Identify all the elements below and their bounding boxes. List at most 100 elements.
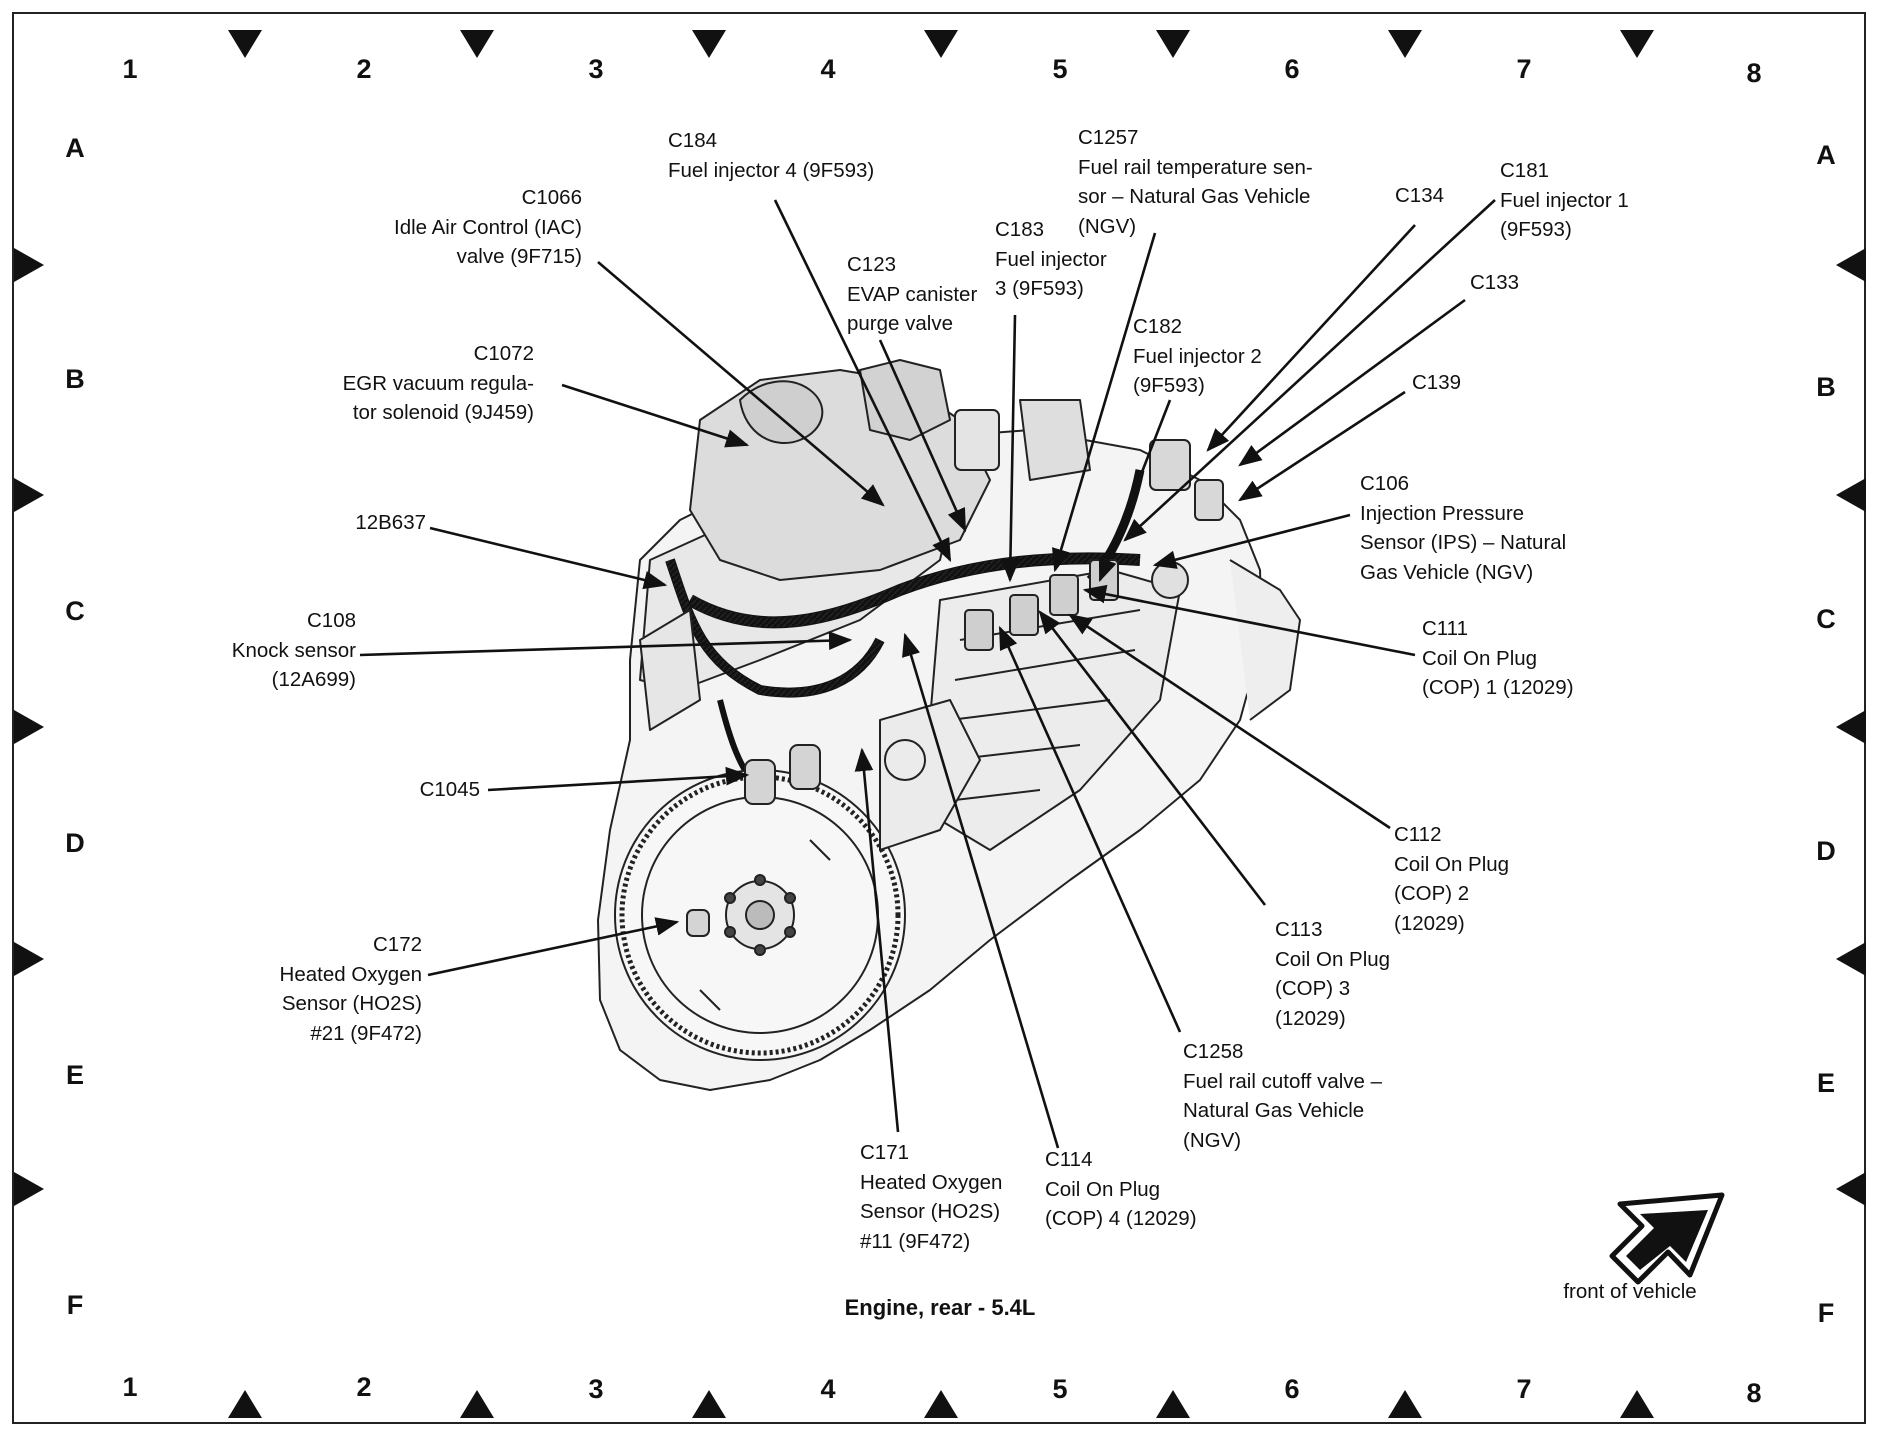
grid-col-top-4: 4 <box>820 54 836 84</box>
grid-markers-bottom <box>228 1390 1654 1418</box>
callout-line: purge valve <box>847 312 953 335</box>
callout-code: C139 <box>1412 371 1462 394</box>
callout-c183: C183 Fuel injector 3 (9F593) <box>995 215 1107 304</box>
callout-line: Fuel injector 4 (9F593) <box>668 158 875 182</box>
callout-c111: C111 Coil On Plug (COP) 1 (12029) <box>1422 614 1574 703</box>
callout-c172: C172 Heated Oxygen Sensor (HO2S) #21 (9F… <box>230 930 422 1048</box>
callout-code: C1258 <box>1183 1040 1244 1063</box>
grid-col-bottom-8: 8 <box>1746 1378 1762 1408</box>
grid-col-top-2: 2 <box>356 54 372 84</box>
callout-line: Heated Oxygen <box>279 962 422 986</box>
callout-line: #11 (9F472) <box>860 1229 971 1253</box>
callout-line: Fuel injector 1 <box>1500 188 1629 212</box>
grid-col-top-3: 3 <box>588 54 604 84</box>
callout-code: C106 <box>1360 472 1410 495</box>
callout-line: (NGV) <box>1183 1128 1242 1152</box>
callout-line: Fuel rail temperature sen- <box>1078 155 1313 179</box>
leader-lines <box>359 199 1496 1149</box>
callout-line: (COP) 1 (12029) <box>1422 676 1574 699</box>
grid-row-left-f: F <box>66 1290 84 1320</box>
callout-line: Injection Pressure <box>1360 501 1525 525</box>
callout-line: Fuel injector <box>995 247 1107 271</box>
callout-c112: C112 Coil On Plug (COP) 2 (12029) <box>1394 820 1509 938</box>
callout-line: Knock sensor <box>231 638 356 662</box>
callout-line: (9F593) <box>1133 374 1205 397</box>
callout-12b637: 12B637 <box>300 508 426 538</box>
callout-code: C184 <box>668 129 718 152</box>
grid-col-top-7: 7 <box>1516 54 1532 84</box>
callout-c1045: C1045 <box>380 775 480 805</box>
callout-code: C1257 <box>1078 126 1139 149</box>
callout-line: Fuel rail cutoff valve – <box>1183 1069 1383 1093</box>
callout-c106: C106 Injection Pressure Sensor (IPS) – N… <box>1360 469 1566 587</box>
callout-line: #21 (9F472) <box>310 1021 422 1045</box>
grid-col-bottom-3: 3 <box>588 1374 604 1404</box>
callout-code: C112 <box>1394 823 1442 846</box>
grid-col-bottom-5: 5 <box>1052 1374 1068 1404</box>
callout-c182: C182 Fuel injector 2 (9F593) <box>1133 312 1262 401</box>
grid-col-bottom-7: 7 <box>1516 1374 1532 1404</box>
grid-col-bottom-6: 6 <box>1284 1374 1300 1404</box>
grid-row-left-c: C <box>65 596 85 626</box>
callout-code: C111 <box>1422 617 1468 640</box>
callout-c1072: C1072 EGR vacuum regula- tor solenoid (9… <box>320 339 534 428</box>
callout-line: sor – Natural Gas Vehicle <box>1078 185 1311 208</box>
grid-row-right-d: D <box>1816 836 1836 866</box>
grid-col-top-5: 5 <box>1052 54 1068 84</box>
callout-line: tor solenoid (9J459) <box>352 401 534 424</box>
callout-line: (12029) <box>1275 1006 1346 1030</box>
grid-col-top-1: 1 <box>122 54 138 84</box>
callout-c181: C181 Fuel injector 1 (9F593) <box>1500 156 1629 245</box>
front-of-vehicle-arrow <box>1609 1192 1725 1285</box>
callout-line: Sensor (IPS) – Natural <box>1360 531 1567 554</box>
grid-col-bottom-4: 4 <box>820 1374 836 1404</box>
grid-col-bottom-1: 1 <box>122 1372 138 1402</box>
callout-code: C123 <box>847 253 897 276</box>
callout-c139: C139 <box>1412 368 1461 398</box>
grid-markers-top <box>228 30 1654 58</box>
callout-code: C181 <box>1500 159 1550 182</box>
callout-code: C114 <box>1045 1148 1093 1171</box>
callout-line: (9F593) <box>1500 218 1572 241</box>
callout-code: C171 <box>860 1141 910 1164</box>
callout-c123: C123 EVAP canister purge valve <box>847 250 977 339</box>
callout-code: C183 <box>995 218 1045 241</box>
callout-line: (COP) 4 (12029) <box>1045 1207 1197 1230</box>
grid-row-right-b: B <box>1816 372 1836 402</box>
grid-row-right-a: A <box>1816 140 1836 170</box>
callout-c171: C171 Heated Oxygen Sensor (HO2S) #11 (9F… <box>860 1138 1002 1256</box>
callout-code: C172 <box>372 933 422 956</box>
front-of-vehicle-label: front of vehicle <box>1563 1280 1697 1303</box>
callout-line: Fuel injector 2 <box>1133 344 1262 368</box>
diagram-caption: Engine, rear - 5.4L <box>844 1295 1036 1320</box>
callout-code: C134 <box>1395 184 1445 207</box>
callout-c1257: C1257 Fuel rail temperature sen- sor – N… <box>1078 123 1313 241</box>
grid-col-bottom-2: 2 <box>356 1372 372 1402</box>
callout-c114: C114 Coil On Plug (COP) 4 (12029) <box>1045 1145 1197 1234</box>
grid-markers-right <box>1836 248 1866 1206</box>
callout-c1066: C1066 Idle Air Control (IAC) valve (9F71… <box>330 183 582 272</box>
callout-c134: C134 <box>1395 181 1444 211</box>
grid-row-right-e: E <box>1816 1068 1835 1098</box>
callout-line: Coil On Plug <box>1394 852 1510 876</box>
grid-row-left-a: A <box>65 133 85 163</box>
callout-code: 12B637 <box>355 511 426 534</box>
callout-c113: C113 Coil On Plug (COP) 3 (12029) <box>1275 915 1390 1033</box>
callout-c184: C184 Fuel injector 4 (9F593) <box>668 126 874 185</box>
callout-code: C1045 <box>419 778 480 801</box>
callout-line: EVAP canister <box>847 282 978 306</box>
callout-line: Coil On Plug <box>1422 646 1538 670</box>
callout-line: Natural Gas Vehicle <box>1183 1099 1365 1122</box>
callout-c108: C108 Knock sensor (12A699) <box>200 606 356 695</box>
callout-line: Sensor (HO2S) <box>860 1200 1001 1223</box>
callout-line: 3 (9F593) <box>995 277 1084 300</box>
callout-line: valve (9F715) <box>456 245 582 268</box>
callout-code: C113 <box>1275 918 1323 941</box>
callout-line: (NGV) <box>1078 214 1137 238</box>
grid-row-left-b: B <box>65 364 85 394</box>
callout-line: (12029) <box>1394 911 1465 935</box>
callout-code: C1066 <box>521 186 582 209</box>
callout-line: EGR vacuum regula- <box>342 371 534 395</box>
callout-line: Coil On Plug <box>1275 947 1391 971</box>
grid-col-top-6: 6 <box>1284 54 1300 84</box>
